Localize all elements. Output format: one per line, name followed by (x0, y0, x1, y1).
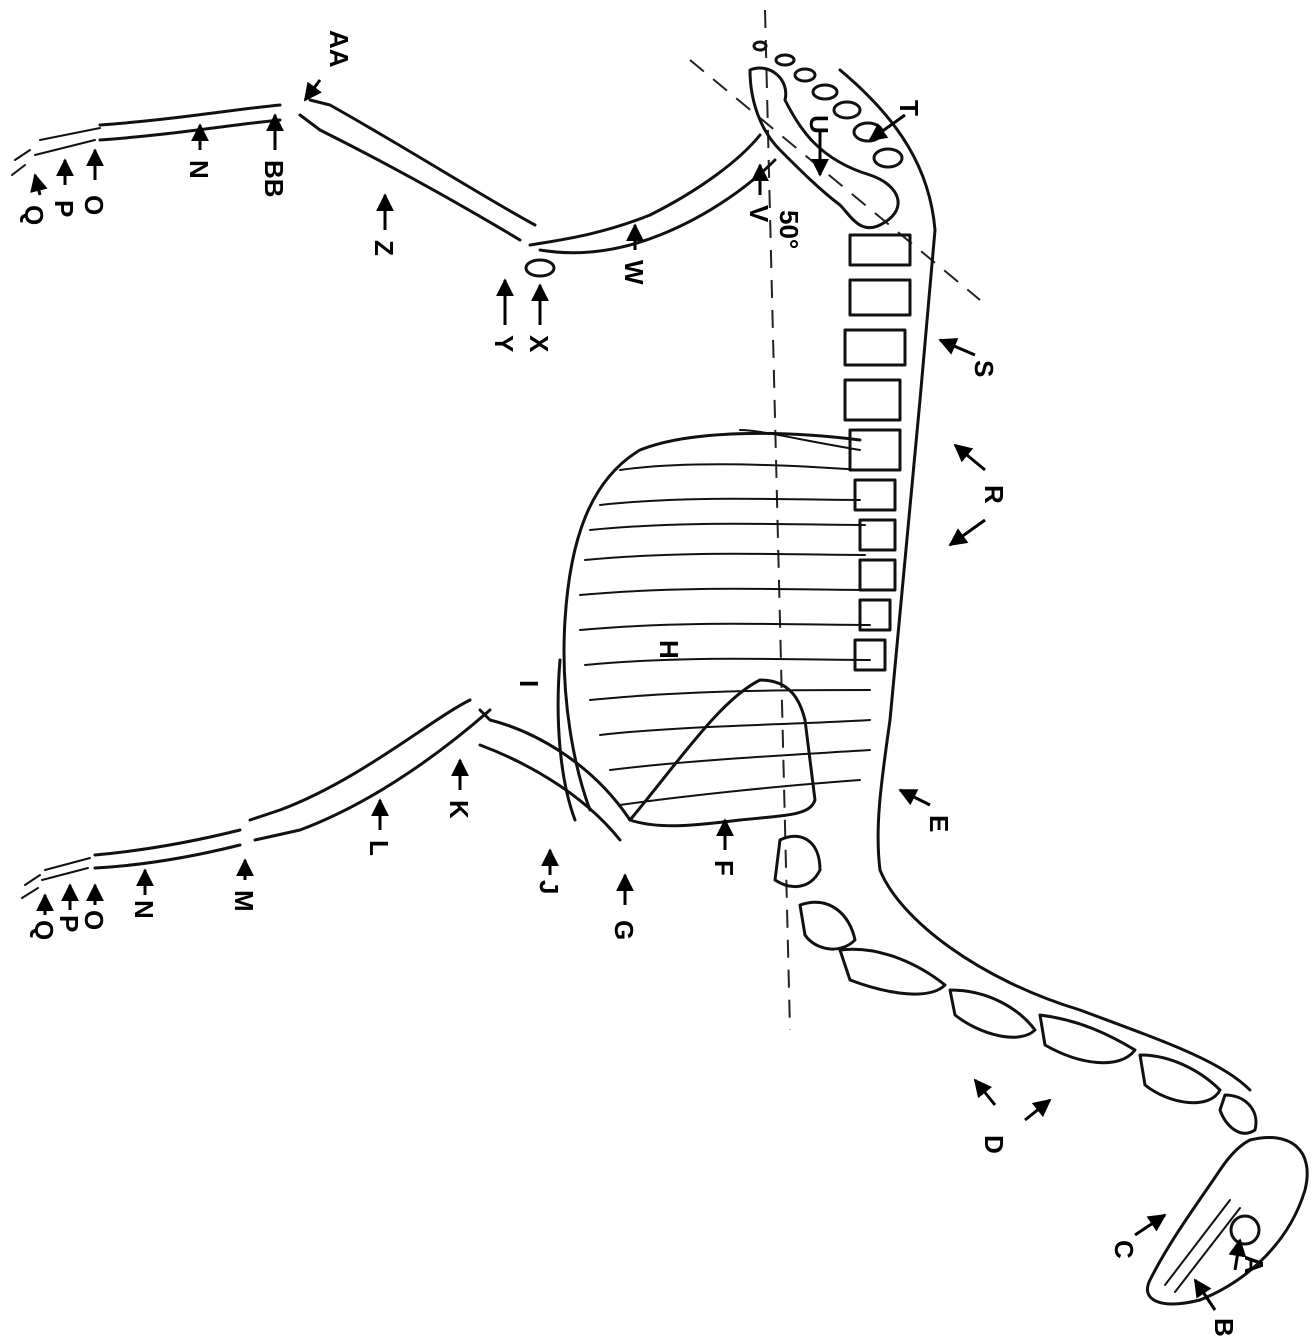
label-C: C (1109, 1240, 1139, 1259)
jaw-teeth (1165, 1200, 1240, 1292)
label-V: V (744, 205, 774, 223)
vertical-reference-line (765, 10, 790, 1030)
label-K: K (444, 800, 474, 819)
label-I: I (514, 680, 544, 687)
label-T: T (894, 100, 924, 116)
fore-leg (22, 700, 630, 898)
label-N-hind: N (184, 160, 214, 179)
eye-orbit (1231, 1216, 1259, 1244)
label-H: H (654, 640, 684, 659)
labels: A B C D E F G H I J K L M N O P Q R S T … (19, 30, 1269, 1337)
tail-vertebrae (754, 42, 902, 167)
label-D: D (979, 1135, 1009, 1154)
skull (1147, 1137, 1307, 1303)
label-P-hind: P (49, 200, 79, 217)
label-G: G (609, 920, 639, 940)
label-J: J (534, 880, 564, 894)
label-U: U (804, 115, 834, 134)
ribs (580, 430, 870, 805)
label-L: L (364, 840, 394, 856)
back-outline (840, 70, 1250, 1090)
label-A: A (1239, 1255, 1269, 1274)
label-M: M (229, 890, 259, 912)
label-B: B (1209, 1318, 1239, 1337)
label-N-fore: N (129, 900, 159, 919)
label-S: S (969, 360, 999, 377)
pelvis (750, 68, 898, 228)
label-X: X (524, 335, 554, 353)
label-BB: BB (259, 160, 289, 198)
label-Y: Y (489, 335, 519, 352)
label-R: R (979, 485, 1009, 504)
label-Q-fore: Q (29, 920, 59, 940)
label-Z: Z (369, 240, 399, 256)
scapula (630, 680, 815, 826)
label-AA: AA (324, 30, 354, 68)
label-Q-hind: Q (19, 205, 49, 225)
label-W: W (619, 260, 649, 285)
label-F: F (709, 860, 739, 876)
label-angle-50: 50° (774, 210, 804, 249)
label-E: E (924, 815, 954, 832)
label-O-hind: O (79, 195, 109, 215)
